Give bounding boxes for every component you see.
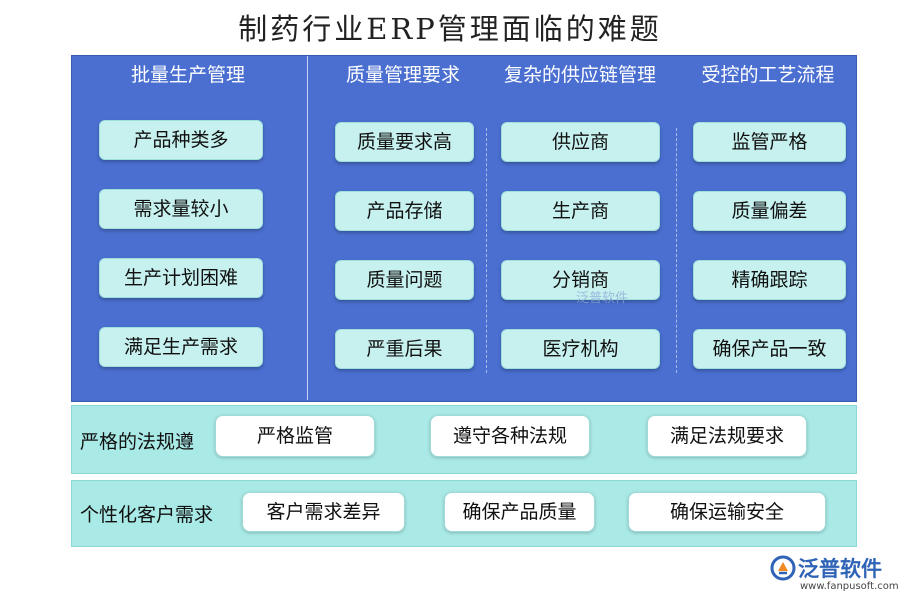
challenge-box: 严重后果 [335, 329, 474, 369]
brand-logo-icon [770, 555, 796, 581]
column-divider-dashed [676, 128, 677, 373]
challenge-box: 产品存储 [335, 191, 474, 231]
challenge-box: 医疗机构 [501, 329, 660, 369]
challenge-box: 分销商 [501, 260, 660, 300]
row-pill: 确保产品质量 [444, 492, 595, 532]
diagram-title: 制药行业ERP管理面临的难题 [238, 12, 662, 46]
row-label-customer: 个性化客户需求 [80, 504, 214, 526]
row-pill: 严格监管 [215, 415, 375, 457]
row-pill: 客户需求差异 [242, 492, 405, 532]
column-heading-supply-chain: 复杂的供应链管理 [503, 64, 656, 86]
brand-logo: 泛普软件 www.fanpusoft.com [770, 553, 899, 597]
row-pill: 遵守各种法规 [430, 415, 590, 457]
row-label-regulation: 严格的法规遵 [80, 431, 195, 453]
watermark-text: 泛普软件 [576, 291, 629, 306]
column-heading-controlled-process: 受控的工艺流程 [701, 64, 835, 86]
column-heading-quality-management: 质量管理要求 [345, 64, 460, 86]
challenge-box: 精确跟踪 [693, 260, 846, 300]
challenge-box: 满足生产需求 [99, 327, 263, 367]
row-pill: 确保运输安全 [628, 492, 826, 532]
column-divider-dashed [486, 128, 487, 373]
challenge-box: 监管严格 [693, 122, 846, 162]
brand-logo-name: 泛普软件 [798, 557, 882, 581]
challenge-box: 质量偏差 [693, 191, 846, 231]
challenge-box: 需求量较小 [99, 189, 263, 229]
challenge-box: 生产计划困难 [99, 258, 263, 298]
column-heading-batch-production: 批量生产管理 [130, 64, 245, 86]
row-pill: 满足法规要求 [647, 415, 807, 457]
challenge-box: 供应商 [501, 122, 660, 162]
challenge-box: 确保产品一致 [693, 329, 846, 369]
column-divider [307, 56, 308, 400]
challenge-box: 质量问题 [335, 260, 474, 300]
challenge-box: 质量要求高 [335, 122, 474, 162]
challenge-box: 产品种类多 [99, 120, 263, 160]
brand-logo-url: www.fanpusoft.com [800, 581, 899, 592]
challenge-box: 生产商 [501, 191, 660, 231]
